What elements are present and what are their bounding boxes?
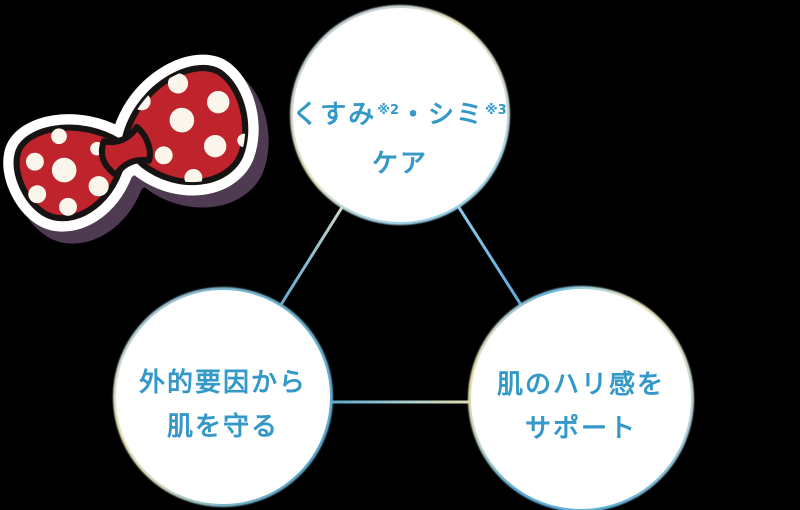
benefit-line-1: 肌のハリ感を	[496, 370, 665, 400]
footnote-marker: ※3	[485, 102, 507, 118]
benefit-circle-dullness-spots-care: くすみ※2・シミ※3 ケア	[290, 5, 510, 225]
benefit-text: 外的要因から 肌を守る	[139, 361, 307, 449]
ribbon-bow-illustration	[3, 54, 269, 244]
benefit-line-2: サポート	[524, 414, 637, 444]
bow-knot	[98, 123, 153, 179]
benefit-line-1: くすみ※2・シミ※3	[292, 93, 507, 142]
bow-left-loop-dots	[25, 128, 109, 216]
benefit-line-2: ケア	[371, 148, 428, 179]
benefit-circle-protect-skin: 外的要因から 肌を守る	[113, 287, 333, 507]
benefit-line-1: 外的要因から	[138, 368, 307, 398]
benefit-text: 肌のハリ感を サポート	[497, 363, 665, 451]
benefit-line-2: 肌を守る	[166, 412, 279, 442]
benefit-circle-firmness-support: 肌のハリ感を サポート	[468, 286, 694, 510]
footnote-marker: ※2	[377, 102, 399, 118]
benefit-text: くすみ※2・シミ※3 ケア	[292, 93, 507, 186]
